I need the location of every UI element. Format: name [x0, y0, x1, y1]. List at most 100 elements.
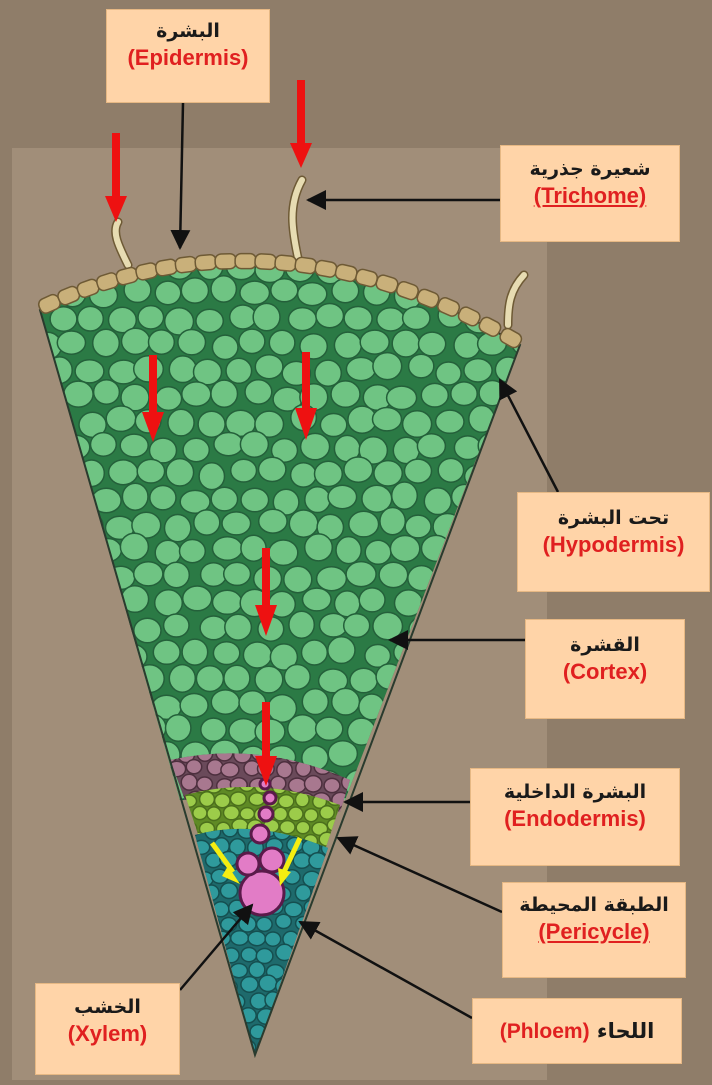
cortex-cell — [374, 461, 402, 486]
endodermis-cell — [221, 763, 239, 778]
cortex-cell — [298, 283, 327, 306]
cortex-cell — [289, 611, 314, 638]
cortex-cell — [346, 562, 376, 587]
cortex-cell — [331, 381, 360, 407]
phloem-cell — [276, 914, 292, 928]
cortex-cell — [214, 433, 243, 456]
cortex-cell — [328, 485, 357, 508]
label-pericycle: الطبقة المحيطة (Pericycle) — [502, 882, 686, 978]
cortex-cell — [390, 536, 419, 562]
cortex-cell — [240, 281, 270, 304]
label-endodermis-english: (Endodermis) — [471, 805, 679, 833]
phloem-cell — [256, 949, 273, 964]
label-endodermis-arabic: البشرة الداخلية — [471, 779, 679, 805]
cortex-cell — [165, 515, 191, 542]
cortex-cell — [253, 303, 280, 330]
cortex-cell — [284, 665, 310, 690]
cortex-cell — [464, 359, 492, 382]
cortex-cell — [120, 533, 148, 560]
cortex-cell — [392, 330, 419, 357]
cortex-cell — [332, 279, 359, 303]
cortex-cell — [150, 486, 176, 510]
cortex-cell — [336, 537, 361, 564]
cortex-cell — [183, 586, 212, 611]
label-epidermis-arabic: البشرة — [107, 18, 269, 44]
cortex-cell — [387, 386, 417, 409]
epidermis-cell — [274, 255, 296, 272]
phloem-cell — [248, 931, 265, 945]
cortex-cell — [301, 433, 330, 459]
cortex-cell — [109, 460, 138, 485]
pericycle-cell — [273, 807, 287, 821]
cortex-cell — [211, 380, 238, 407]
cortex-cell — [230, 305, 256, 329]
cortex-cell — [245, 380, 272, 404]
label-phloem: اللحاء (Phloem) — [472, 998, 682, 1064]
cortex-cell — [288, 715, 318, 742]
cortex-cell — [211, 690, 239, 714]
label-phloem-english: (Phloem) — [500, 1020, 590, 1043]
cortex-cell — [224, 665, 250, 691]
epidermis-cell — [155, 258, 178, 276]
cortex-cell — [365, 540, 391, 564]
label-xylem: الخشب (Xylem) — [35, 983, 180, 1075]
phloem-cell — [257, 917, 273, 931]
cortex-cell — [166, 459, 193, 486]
label-hypodermis-arabic: تحت البشرة — [518, 505, 709, 531]
epidermis-cell — [294, 257, 317, 275]
cortex-cell — [211, 487, 237, 511]
epidermis-cell — [255, 254, 277, 270]
cortex-cell — [454, 332, 480, 358]
label-endodermis: البشرة الداخلية (Endodermis) — [470, 768, 680, 866]
cortex-cell — [360, 330, 389, 354]
pericycle-cell — [200, 792, 215, 807]
cortex-cell — [359, 588, 385, 612]
cortex-cell — [213, 642, 239, 665]
cortex-cell — [201, 718, 226, 741]
cortex-cell — [164, 562, 190, 587]
cortex-cell — [138, 306, 164, 329]
cortex-cell — [317, 567, 347, 591]
label-trichome: شعيرة جذرية (Trichome) — [500, 145, 680, 242]
cortex-cell — [320, 414, 346, 437]
label-hypodermis: تحت البشرة (Hypodermis) — [517, 492, 710, 592]
cortex-cell — [302, 640, 328, 665]
cortex-cell — [178, 330, 206, 355]
cortex-cell — [229, 719, 258, 744]
label-cortex-arabic: القشرة — [526, 632, 684, 658]
pericycle-cell — [288, 807, 303, 821]
cortex-cell — [169, 665, 195, 693]
cortex-cell — [155, 387, 181, 411]
phloem-cell — [295, 885, 311, 901]
cortex-cell — [269, 540, 298, 565]
endodermis-cell — [197, 777, 213, 791]
cortex-cell — [231, 459, 257, 482]
cortex-cell — [120, 434, 148, 457]
cortex-cell — [212, 335, 238, 359]
phloem-cell — [249, 962, 265, 978]
cortex-cell — [409, 354, 434, 378]
cortex-cell — [451, 382, 477, 406]
cortex-cell — [424, 488, 451, 515]
pericycle-cell — [304, 809, 318, 822]
cortex-cell — [182, 639, 208, 665]
cortex-cell — [419, 332, 446, 356]
phloem-cell — [241, 977, 258, 993]
pericycle-cell — [240, 808, 254, 820]
cortex-cell — [373, 408, 402, 431]
label-trichome-arabic: شعيرة جذرية — [501, 156, 679, 182]
label-cortex-english: (Cortex) — [526, 658, 684, 686]
cortex-cell — [57, 331, 85, 354]
cortex-cell — [344, 457, 373, 482]
cortex-cell — [380, 507, 405, 534]
cortex-cell — [255, 666, 283, 693]
cortex-cell — [328, 741, 357, 767]
cortex-cell — [403, 307, 430, 330]
cortex-cell — [199, 463, 224, 490]
label-trichome-english: (Trichome) — [501, 182, 679, 210]
cortex-cell — [377, 308, 405, 331]
endodermis-cell — [289, 778, 306, 793]
cortex-cell — [180, 694, 208, 718]
cortex-cell — [196, 309, 223, 332]
